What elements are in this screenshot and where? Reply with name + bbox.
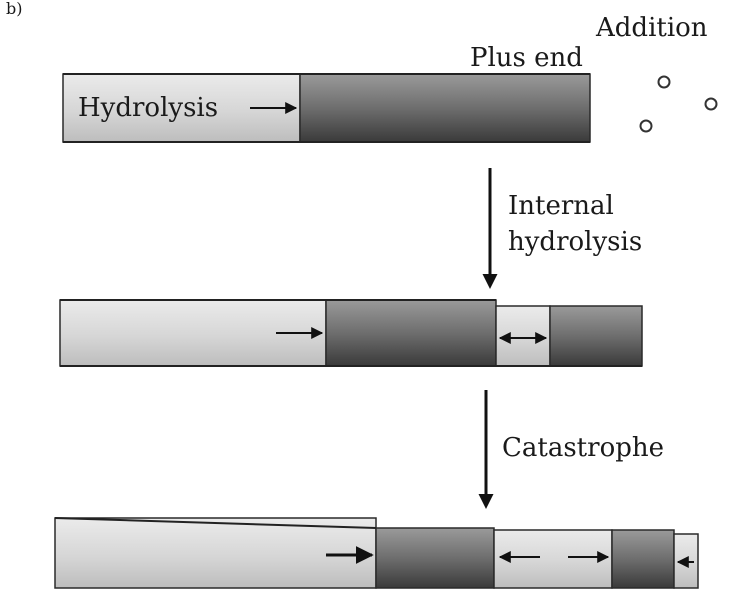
free-subunit <box>641 121 652 132</box>
gdp-island-segment <box>494 530 612 588</box>
catastrophe-label: Catastrophe <box>502 433 664 463</box>
gdp-segment <box>55 518 376 588</box>
free-subunit <box>706 99 717 110</box>
hydrolysis-label: Hydrolysis <box>78 93 218 123</box>
gtp-cap-segment <box>550 306 642 366</box>
addition-label: Addition <box>595 13 708 43</box>
plus-end-label: Plus end <box>470 43 583 73</box>
free-subunit <box>659 77 670 88</box>
gtp-cap-segment <box>612 530 674 588</box>
internal-hydrolysis-label-line2: hydrolysis <box>508 227 642 257</box>
gtp-cap-segment <box>300 74 590 142</box>
gtp-segment <box>376 528 494 588</box>
gdp-island-segment <box>496 306 550 366</box>
microtubule-bottom <box>55 518 698 588</box>
internal-hydrolysis-label-line1: Internal <box>508 191 614 221</box>
panel-label: b) <box>6 0 22 18</box>
microtubule-middle <box>60 300 642 366</box>
gtp-segment <box>326 300 496 366</box>
